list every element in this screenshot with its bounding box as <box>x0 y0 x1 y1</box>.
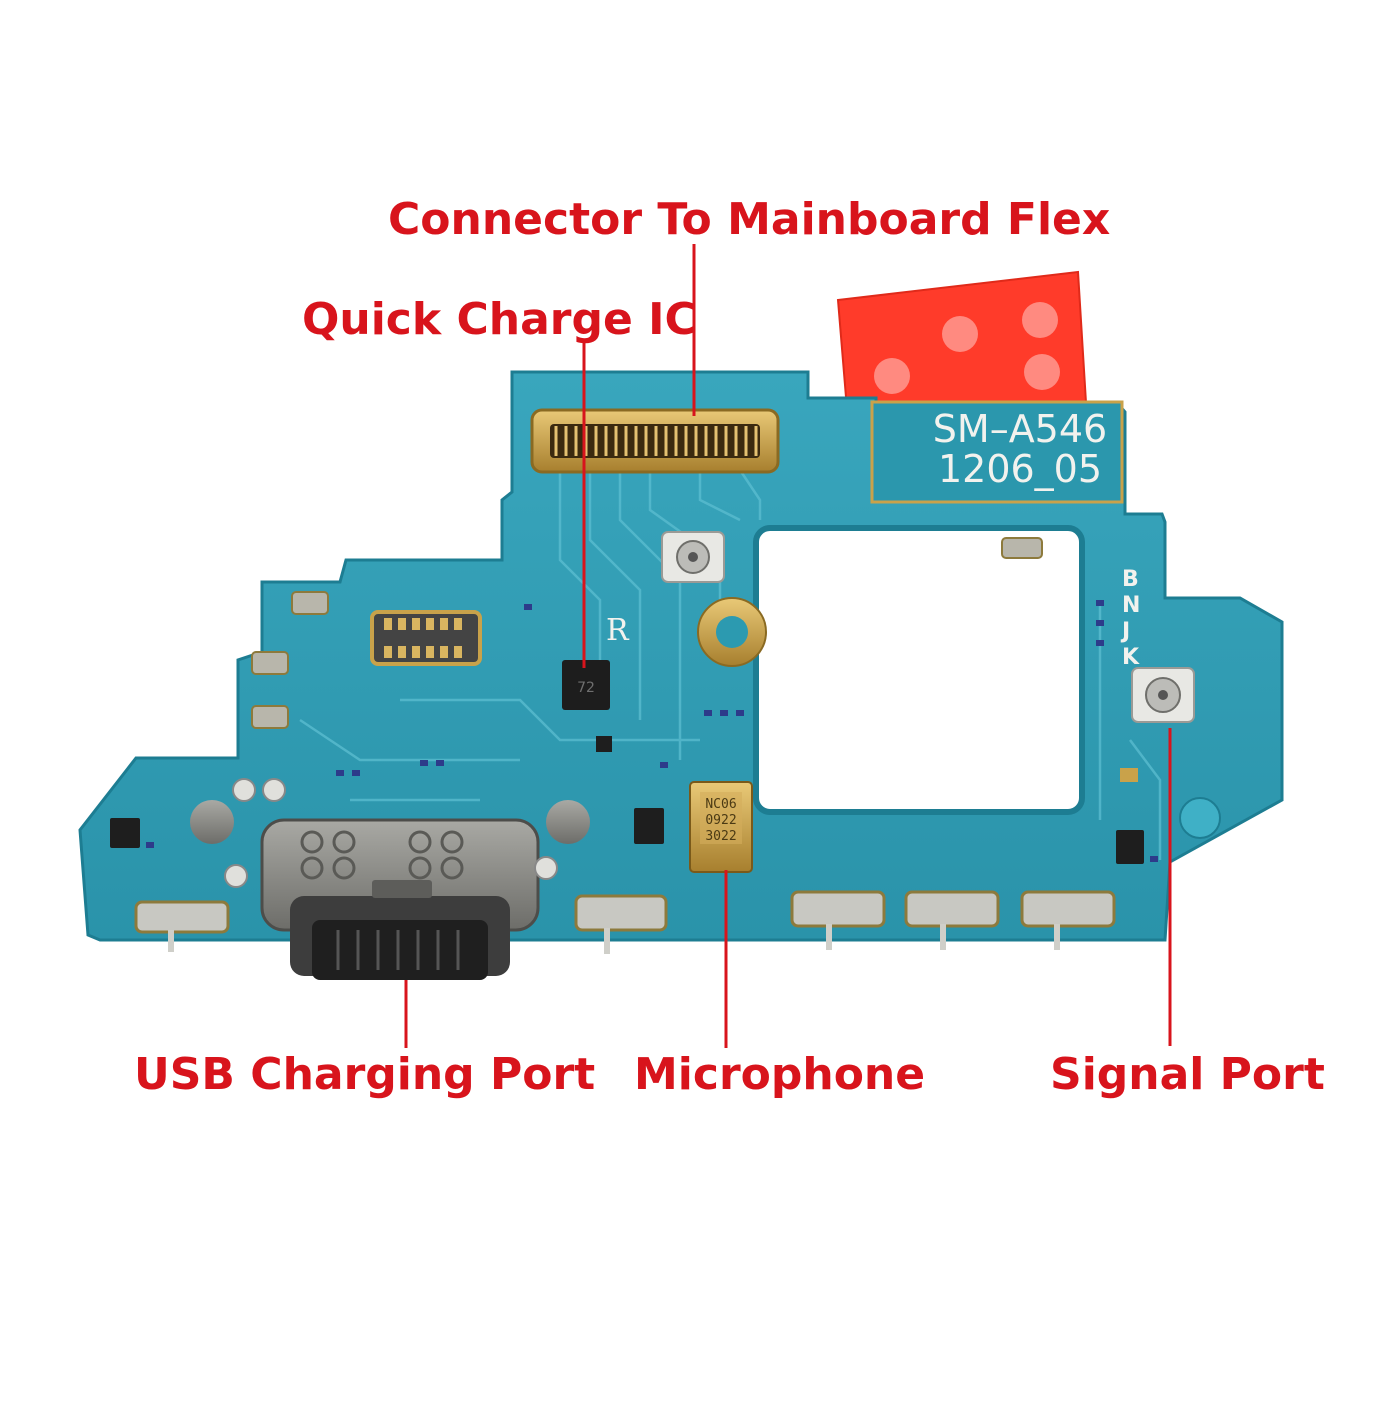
mount-ring <box>697 597 767 667</box>
mic-text-3: 3022 <box>705 829 736 844</box>
mic-text-1: NC06 <box>705 797 736 812</box>
svg-text:K: K <box>1122 645 1140 670</box>
callout-usb-charging-port: USB Charging Port <box>134 1049 596 1100</box>
callout-connector-to-mainboard-flex: Connector To Mainboard Flex <box>388 194 1111 245</box>
silk-r: R <box>606 613 630 648</box>
model-text-line1: SM–A546 <box>933 407 1107 451</box>
svg-text:B: B <box>1122 567 1139 592</box>
silk-bnjk: B N J K <box>1120 567 1140 670</box>
spring-contacts <box>134 890 1116 954</box>
rf-connector-top <box>661 531 725 583</box>
quick-charge-ic: 72 <box>562 660 610 710</box>
small-components <box>110 600 1158 864</box>
model-text-line2: 1206_05 <box>938 447 1102 491</box>
svg-text:N: N <box>1122 593 1140 618</box>
microphone-component: NC06 0922 3022 <box>689 781 753 873</box>
ic-marking: 72 <box>577 680 595 696</box>
mainboard-flex-connector <box>530 408 780 474</box>
callout-microphone: Microphone <box>634 1049 926 1100</box>
callout-signal-port: Signal Port <box>1050 1049 1325 1100</box>
leader-lines <box>404 244 1172 1048</box>
model-label-plate: SM–A546 1206_05 <box>870 400 1124 504</box>
callout-quick-charge-ic: Quick Charge IC <box>302 294 697 345</box>
mount-discs <box>190 778 1221 888</box>
signal-port-connector <box>1131 667 1195 723</box>
metal-pads <box>251 537 1043 729</box>
svg-text:J: J <box>1120 619 1130 644</box>
small-connector <box>370 610 482 666</box>
mic-text-2: 0922 <box>705 813 736 828</box>
usb-c-port <box>260 818 540 980</box>
